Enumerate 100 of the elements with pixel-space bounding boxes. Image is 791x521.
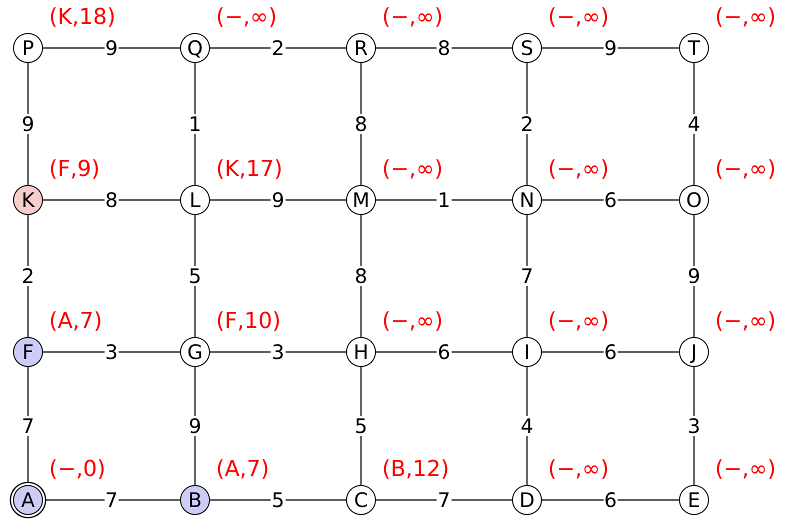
edge-line	[693, 215, 695, 337]
edge-label: 3	[270, 342, 286, 362]
edge-line	[194, 367, 196, 485]
node-circle: T	[679, 33, 709, 63]
node-circle: O	[679, 185, 709, 215]
edge-line	[376, 499, 512, 501]
edge-label: 7	[520, 266, 534, 286]
edge-label: 2	[270, 38, 286, 58]
edge-line	[542, 351, 679, 353]
edge-line	[693, 63, 695, 185]
edge-label: 1	[436, 190, 452, 210]
node-circle: L	[180, 185, 210, 215]
edge-label: 4	[686, 114, 702, 134]
edge-label: 7	[436, 490, 452, 510]
edge-label: 8	[354, 266, 368, 286]
edge-line	[526, 63, 528, 185]
node-circle: F	[13, 337, 43, 367]
node-annotation: (−,∞)	[548, 7, 609, 29]
edge-label: 7	[20, 416, 36, 436]
edge-label: 8	[104, 190, 119, 210]
node-circle: B	[180, 485, 210, 515]
edge-line	[27, 215, 29, 337]
edge-line	[43, 47, 180, 49]
edge-label: 3	[686, 416, 702, 436]
edge-label: 6	[603, 342, 618, 362]
node-annotation: (F,10)	[216, 311, 281, 333]
edge-label: 8	[436, 38, 452, 58]
edge-label: 5	[270, 490, 286, 510]
edge-label: 4	[520, 416, 534, 436]
node-circle: J	[679, 337, 709, 367]
node-circle: C	[346, 485, 376, 515]
node-annotation: (A,7)	[216, 459, 270, 481]
edge-line	[693, 367, 695, 485]
edge-line	[526, 215, 528, 337]
node-annotation: (−,∞)	[548, 311, 609, 333]
edge-line	[46, 499, 180, 501]
edge-label: 6	[436, 342, 452, 362]
edge-label: 9	[20, 114, 36, 134]
node-annotation: (F,9)	[49, 159, 100, 181]
edge-line	[376, 351, 512, 353]
node-circle: E	[679, 485, 709, 515]
node-circle: I	[512, 337, 542, 367]
edge-label: 9	[603, 38, 618, 58]
node-annotation: (−,∞)	[548, 159, 609, 181]
node-annotation: (−,∞)	[715, 311, 776, 333]
node-circle: R	[346, 33, 376, 63]
node-annotation: (K,17)	[216, 159, 283, 181]
node-annotation: (K,18)	[49, 7, 116, 29]
edge-label: 1	[188, 114, 202, 134]
node-circle: D	[512, 485, 542, 515]
edge-line	[376, 47, 512, 49]
edge-label: 6	[603, 190, 618, 210]
node-circle: G	[180, 337, 210, 367]
node-annotation: (A,7)	[49, 311, 102, 333]
edge-line	[542, 47, 679, 49]
node-annotation: (−,∞)	[216, 7, 277, 29]
edge-label: 9	[188, 416, 202, 436]
node-circle: H	[346, 337, 376, 367]
node-circle: M	[346, 185, 376, 215]
edge-label: 5	[188, 266, 202, 286]
edge-label: 7	[104, 490, 119, 510]
edge-label: 9	[686, 266, 702, 286]
edge-line	[360, 215, 362, 337]
edge-line	[360, 63, 362, 185]
node-circle: N	[512, 185, 542, 215]
edge-line	[360, 367, 362, 485]
node-annotation: (−,∞)	[715, 159, 776, 181]
node-annotation: (−,∞)	[715, 459, 776, 481]
edge-line	[27, 63, 29, 185]
edge-label: 9	[104, 38, 119, 58]
node-annotation: (B,12)	[382, 459, 450, 481]
edge-label: 8	[354, 114, 368, 134]
node-circle: P	[13, 33, 43, 63]
edge-line	[210, 351, 346, 353]
edge-line	[526, 367, 528, 485]
edge-label: 5	[354, 416, 368, 436]
edge-line	[210, 499, 346, 501]
node-circle: Q	[180, 33, 210, 63]
node-circle: A	[13, 485, 43, 515]
edge-line	[542, 499, 679, 501]
edge-line	[376, 199, 512, 201]
edge-label: 3	[104, 342, 119, 362]
node-circle: K	[13, 185, 43, 215]
edge-line	[194, 215, 196, 337]
node-annotation: (−,∞)	[715, 7, 776, 29]
node-annotation: (−,∞)	[382, 311, 443, 333]
edge-line	[210, 47, 346, 49]
node-annotation: (−,∞)	[382, 7, 443, 29]
edge-line	[27, 367, 29, 482]
node-annotation: (−,∞)	[548, 459, 609, 481]
edge-label: 2	[520, 114, 534, 134]
node-annotation: (−,∞)	[382, 159, 443, 181]
edge-label: 2	[20, 266, 36, 286]
edge-line	[43, 199, 180, 201]
edge-line	[43, 351, 180, 353]
edge-label: 9	[270, 190, 286, 210]
edge-line	[542, 199, 679, 201]
node-annotation: (−,0)	[49, 459, 106, 481]
node-circle: S	[512, 33, 542, 63]
edge-line	[210, 199, 346, 201]
